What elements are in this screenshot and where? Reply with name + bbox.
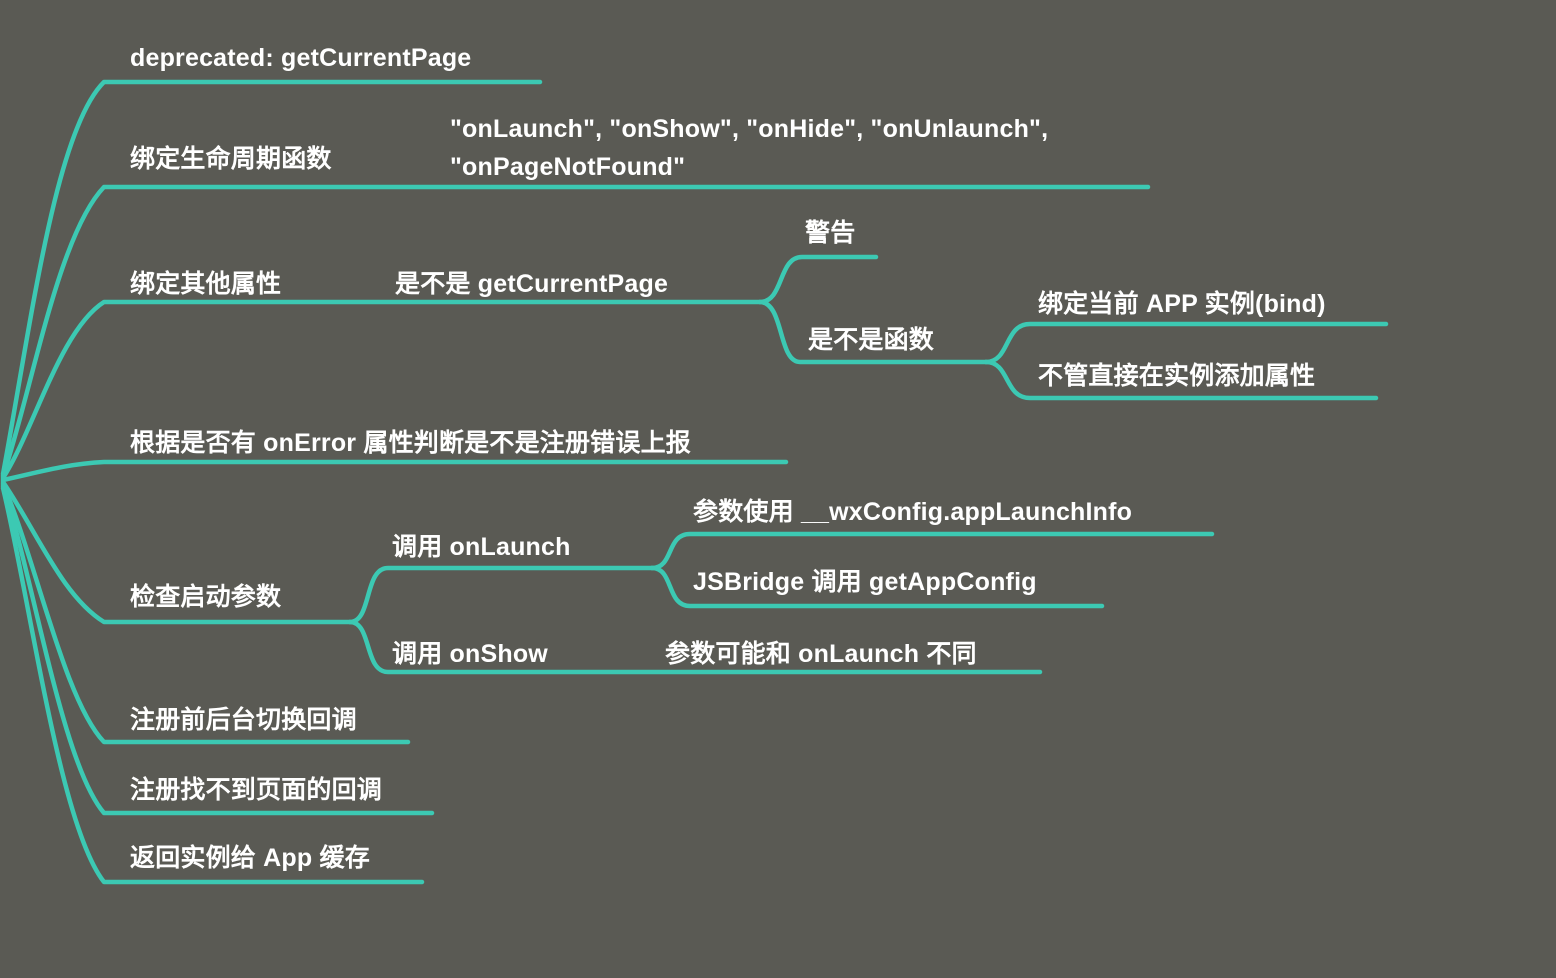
node-register-fg-bg-callback[interactable]: 注册前后台切换回调: [130, 706, 357, 734]
connector-check-launch-params: [0, 479, 353, 625]
connector-param-wxconfig: [649, 531, 1215, 571]
node-register-page-not-found[interactable]: 注册找不到页面的回调: [130, 776, 383, 804]
connector-call-onlaunch: [347, 565, 655, 625]
node-param-may-differ[interactable]: 参数可能和 onLaunch 不同: [665, 640, 977, 668]
connector-call-onshow: [347, 619, 1043, 675]
node-bind-app-instance[interactable]: 绑定当前 APP 实例(bind): [1038, 290, 1326, 318]
node-is-function[interactable]: 是不是函数: [808, 326, 935, 354]
node-jsbridge-getappconfig[interactable]: JSBridge 调用 getAppConfig: [693, 568, 1037, 596]
node-bind-lifecycle[interactable]: 绑定生命周期函数: [130, 145, 332, 173]
connector-warning: [757, 254, 879, 305]
connector-add-property: [983, 359, 1379, 401]
node-warning[interactable]: 警告: [805, 219, 856, 247]
node-param-wxconfig[interactable]: 参数使用 __wxConfig.appLaunchInfo: [693, 498, 1133, 526]
node-lifecycle-list[interactable]: "onLaunch", "onShow", "onHide", "onUnlau…: [450, 115, 1049, 181]
connector-bind-app-instance: [983, 321, 1389, 365]
node-call-onlaunch[interactable]: 调用 onLaunch: [392, 533, 571, 561]
connector-page-not-found: [0, 483, 435, 816]
node-check-launch-params[interactable]: 检查启动参数: [130, 583, 282, 611]
node-deprecated-getcurrentpage[interactable]: deprecated: getCurrentPage: [130, 44, 472, 72]
node-call-onshow[interactable]: 调用 onShow: [392, 640, 548, 668]
connector-deprecated: [0, 79, 543, 477]
connector-jsbridge: [649, 565, 1105, 609]
connector-on-error: [0, 459, 789, 483]
node-return-instance-cache[interactable]: 返回实例给 App 缓存: [130, 844, 370, 872]
node-on-error-check[interactable]: 根据是否有 onError 属性判断是不是注册错误上报: [130, 429, 691, 457]
connector-return-instance: [0, 485, 425, 885]
node-add-property[interactable]: 不管直接在实例添加属性: [1038, 362, 1316, 390]
connector-is-function: [757, 299, 989, 365]
connector-bind-other: [0, 299, 763, 481]
node-is-getcurrentpage[interactable]: 是不是 getCurrentPage: [395, 270, 669, 298]
node-bind-other[interactable]: 绑定其他属性: [130, 270, 282, 298]
connector-register-fg-bg: [0, 481, 411, 745]
connector-bind-lifecycle: [0, 184, 1151, 479]
